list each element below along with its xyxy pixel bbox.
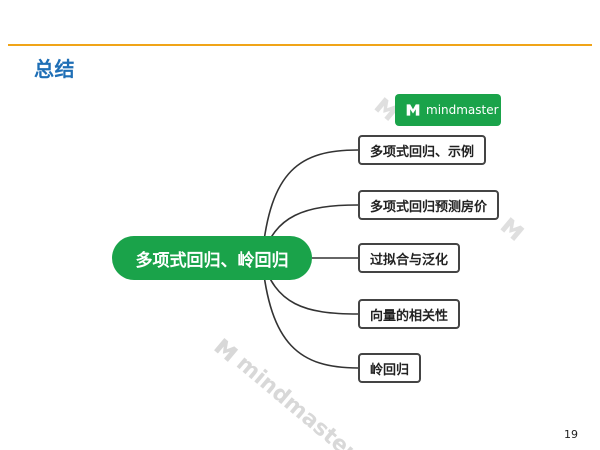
mindmap-branch-2[interactable]: 多项式回归预测房价 xyxy=(358,190,500,220)
header-rule xyxy=(8,44,592,46)
mindmap-branch-5[interactable]: 岭回归 xyxy=(358,353,422,383)
mindmap-root-node[interactable]: 多项式回归、岭回归 xyxy=(112,236,312,280)
mindmap-branch-3[interactable]: 过拟合与泛化 xyxy=(358,243,461,273)
connector-5 xyxy=(261,257,359,369)
mindmaster-logo-icon xyxy=(406,104,420,116)
mindmaster-badge-text: mindmaster xyxy=(426,103,499,117)
mindmap-branch-4[interactable]: 向量的相关性 xyxy=(358,299,461,329)
page-number: 19 xyxy=(564,428,578,441)
mindmap-branch-1[interactable]: 多项式回归、示例 xyxy=(358,135,487,165)
connector-1 xyxy=(261,149,359,259)
mindmaster-badge: mindmaster xyxy=(395,94,501,126)
slide-title: 总结 xyxy=(34,57,75,81)
